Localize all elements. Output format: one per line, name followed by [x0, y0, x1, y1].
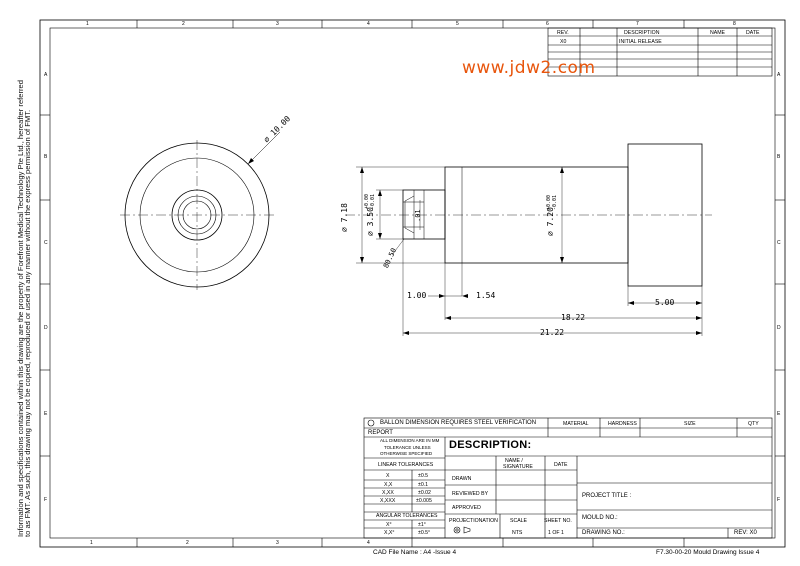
- date-label: DATE: [554, 462, 568, 468]
- dim-d720: ∅ 7.20: [546, 207, 555, 236]
- row-label-F-right: F: [777, 497, 781, 503]
- row-label-D: D: [44, 325, 48, 331]
- row-label-B-right: B: [777, 154, 781, 160]
- linear-tolerances-label: LINEAR TOLERANCES: [378, 462, 434, 468]
- approved-label: APPROVED: [452, 505, 481, 511]
- mould-no-label: MOULD NO.:: [582, 515, 618, 521]
- scale-value: NTS: [512, 530, 523, 536]
- row-label-E-right: E: [777, 411, 781, 417]
- balloon-note: BALLON DIMENSION REQUIRES STEEL VERIFICA…: [380, 420, 537, 426]
- row-label-A: A: [44, 72, 48, 78]
- rev-row-rev: X0: [560, 39, 567, 45]
- col-label-5: 5: [456, 21, 459, 27]
- cad-file-name: CAD File Name : A4 -Issue 4: [373, 549, 457, 556]
- col-label-3: 3: [276, 21, 279, 27]
- col-label-7: 7: [636, 21, 639, 27]
- tol-x-val: ±0.5: [418, 473, 429, 479]
- ang-x-key: X°: [386, 522, 392, 528]
- projection-label: PROJECTIONATION: [449, 518, 498, 524]
- front-view: [120, 131, 281, 290]
- col-label-4-bottom: 4: [367, 540, 370, 546]
- report-label: REPORT: [368, 430, 393, 436]
- rev-header-rev: REV.: [557, 30, 569, 36]
- col-label-3-bottom: 3: [276, 540, 279, 546]
- drawing-no-label: DRAWING NO.:: [582, 530, 625, 536]
- col-label-8: 8: [733, 21, 736, 27]
- row-label-B: B: [44, 154, 48, 160]
- name-signature-label: NAME /: [505, 458, 523, 464]
- watermark: www.jdw2.com: [462, 58, 596, 78]
- dim-l154: 1.54: [476, 291, 496, 300]
- ang-xx-key: X,X°: [384, 530, 395, 536]
- name-signature-label-2: SIGNATURE: [503, 464, 533, 470]
- dim-d718: ∅ 7.18: [340, 203, 349, 232]
- size-label: SIZE: [684, 421, 696, 427]
- qty-label: QTY: [748, 421, 759, 427]
- dim-d350-tol-dn: -0.01: [370, 193, 376, 209]
- dim-d350: ∅ 3.50: [366, 207, 375, 236]
- dim-l500: 5.00: [655, 298, 675, 307]
- tol-x-key: X: [386, 473, 390, 479]
- description-heading: DESCRIPTION:: [449, 439, 532, 451]
- project-title-label: PROJECT TITLE :: [582, 493, 632, 499]
- col-label-6: 6: [546, 21, 549, 27]
- rev-row-description: INITIAL RELEASE: [619, 39, 662, 45]
- angular-tolerances-label: ANGULAR TOLERANCES: [376, 513, 438, 519]
- material-label: MATERIAL: [563, 421, 589, 427]
- tol-xxxx-val: ±0.005: [416, 498, 432, 504]
- dim-d720-tol-dn: -0.01: [552, 194, 558, 210]
- col-label-4: 4: [367, 21, 370, 27]
- row-label-A-right: A: [777, 72, 781, 78]
- ang-x-val: ±1°: [418, 522, 426, 528]
- row-label-D-right: D: [777, 325, 781, 331]
- sheet-no-label: SHEET NO.: [544, 518, 572, 524]
- rev-header-description: DESCRIPTION: [624, 30, 660, 36]
- note-line2: TOLERANCE UNLESS: [384, 445, 431, 450]
- side-view: [345, 143, 712, 287]
- col-label-2-bottom: 2: [186, 540, 189, 546]
- form-number: F7.30-00-20 Mould Drawing Issue 4: [656, 549, 760, 556]
- dim-r01: .01: [414, 209, 422, 222]
- dim-l2122: 21.22: [540, 328, 565, 337]
- rev-header-name: NAME: [710, 30, 725, 36]
- dim-l1822: 18.22: [561, 313, 586, 322]
- dim-l100: 1.00: [407, 291, 427, 300]
- col-label-2: 2: [182, 21, 185, 27]
- col-label-1: 1: [86, 21, 89, 27]
- tol-xxx-val: ±0.02: [418, 490, 431, 496]
- rev-header-date: DATE: [746, 30, 760, 36]
- row-label-C: C: [44, 240, 48, 246]
- tol-xxxx-key: X,XXX: [380, 498, 396, 504]
- note-line1: ALL DIMENSION ARE IN MM: [380, 438, 440, 443]
- rev-label: REV: X0: [734, 530, 757, 536]
- reviewed-label: REVIEWED BY: [452, 491, 489, 497]
- drawn-label: DRAWN: [452, 476, 472, 482]
- scale-label: SCALE: [510, 518, 528, 524]
- row-label-C-right: C: [777, 240, 781, 246]
- row-label-E: E: [44, 411, 48, 417]
- ang-xx-val: ±0.5°: [418, 530, 431, 536]
- note-line3: OTHERWISE SPECIFIED: [380, 451, 433, 456]
- tol-xx-key: X,X: [384, 482, 393, 488]
- tol-xxx-key: X,XX: [382, 490, 394, 496]
- col-label-1-bottom: 1: [90, 540, 93, 546]
- sheet-value: 1 OF 1: [548, 530, 564, 536]
- hardness-label: HARDNESS: [608, 421, 637, 427]
- row-label-F: F: [44, 497, 48, 503]
- tol-xx-val: ±0.1: [418, 482, 429, 488]
